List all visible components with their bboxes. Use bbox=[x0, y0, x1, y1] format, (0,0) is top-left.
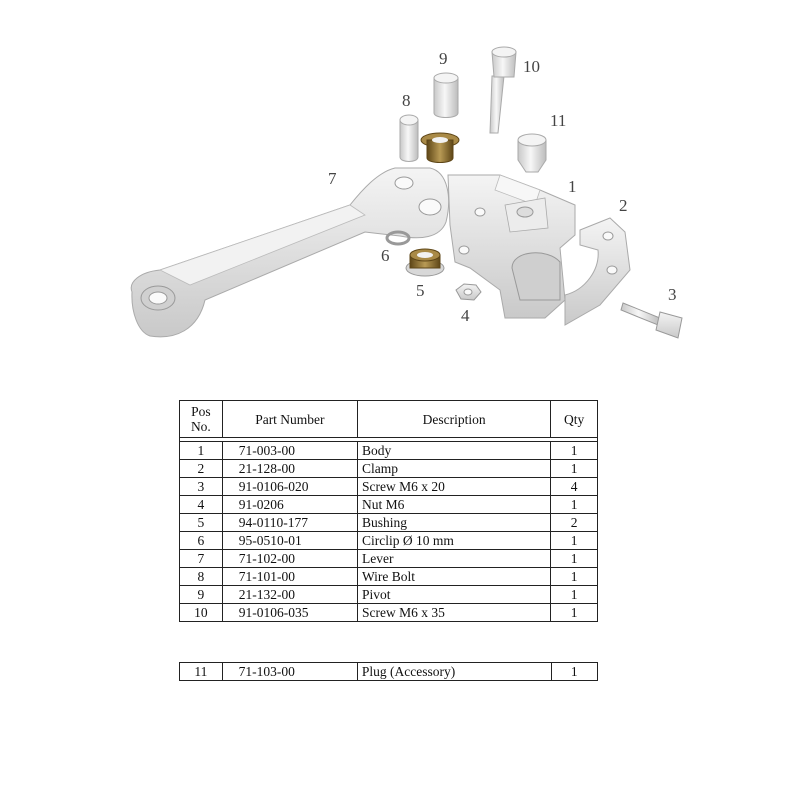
cell-description: Lever bbox=[356, 549, 552, 568]
cell-description: Clamp bbox=[356, 459, 552, 478]
cell-part-number: 21-132-00 bbox=[221, 585, 358, 604]
cell-pos: 9 bbox=[179, 585, 223, 604]
part-wire-bolt bbox=[399, 114, 419, 162]
cell-pos: 2 bbox=[179, 459, 223, 478]
cell-part-number: 71-102-00 bbox=[221, 549, 358, 568]
cell-description: Screw M6 x 20 bbox=[356, 477, 552, 496]
callout-9: 9 bbox=[439, 49, 448, 68]
cell-description: Wire Bolt bbox=[356, 567, 552, 586]
part-bushing-upper bbox=[420, 132, 460, 163]
callout-6: 6 bbox=[381, 246, 390, 265]
cell-description: Screw M6 x 35 bbox=[356, 603, 552, 622]
part-bushing-lower bbox=[405, 248, 445, 277]
header-qty: Qty bbox=[550, 400, 598, 438]
cell-description: Plug (Accessory) bbox=[356, 662, 552, 681]
cell-part-number: 71-103-00 bbox=[221, 662, 358, 681]
cell-qty: 1 bbox=[550, 603, 598, 622]
cell-qty: 1 bbox=[550, 662, 599, 681]
callout-2: 2 bbox=[619, 196, 628, 215]
cell-qty: 4 bbox=[550, 477, 598, 496]
cell-pos: 3 bbox=[179, 477, 223, 496]
cell-part-number: 71-101-00 bbox=[221, 567, 358, 586]
cell-qty: 2 bbox=[550, 513, 598, 532]
cell-qty: 1 bbox=[550, 549, 598, 568]
header-pos-label: Pos No. bbox=[190, 404, 211, 434]
cell-pos: 8 bbox=[179, 567, 223, 586]
callout-11: 11 bbox=[550, 111, 566, 130]
callout-8: 8 bbox=[402, 91, 411, 110]
cell-description: Circlip Ø 10 mm bbox=[356, 531, 552, 550]
cell-description: Bushing bbox=[356, 513, 552, 532]
callout-10: 10 bbox=[523, 57, 540, 76]
cell-part-number: 91-0206 bbox=[221, 495, 358, 514]
cell-part-number: 91-0106-020 bbox=[221, 477, 358, 496]
cell-qty: 1 bbox=[550, 459, 598, 478]
cell-pos: 6 bbox=[179, 531, 223, 550]
cell-description: Nut M6 bbox=[356, 495, 552, 514]
cell-pos: 7 bbox=[179, 549, 223, 568]
callout-5: 5 bbox=[416, 281, 425, 300]
header-part-number: Part Number bbox=[221, 400, 358, 438]
part-screw-m6x20 bbox=[620, 302, 683, 339]
part-body bbox=[447, 174, 576, 319]
callout-4: 4 bbox=[461, 306, 470, 325]
part-clamp bbox=[564, 217, 631, 326]
cell-pos: 10 bbox=[179, 603, 223, 622]
cell-qty: 1 bbox=[550, 567, 598, 586]
cell-part-number: 94-0110-177 bbox=[221, 513, 358, 532]
header-description: Description bbox=[356, 400, 552, 438]
cell-pos: 1 bbox=[179, 441, 223, 460]
part-circlip bbox=[385, 230, 411, 246]
part-pivot bbox=[433, 72, 459, 118]
cell-qty: 1 bbox=[550, 585, 598, 604]
part-nut-m6 bbox=[455, 283, 482, 301]
cell-part-number: 21-128-00 bbox=[221, 459, 358, 478]
table-header-row: Pos No. Part Number Description Qty bbox=[179, 400, 598, 438]
callout-1: 1 bbox=[568, 177, 577, 196]
callout-3: 3 bbox=[668, 285, 677, 304]
part-plug bbox=[517, 133, 547, 173]
cell-pos: 11 bbox=[179, 662, 223, 681]
cell-qty: 1 bbox=[550, 495, 598, 514]
exploded-view-diagram: 1 2 3 4 5 6 7 8 9 10 11 bbox=[130, 46, 683, 339]
cell-qty: 1 bbox=[550, 531, 598, 550]
cell-pos: 4 bbox=[179, 495, 223, 514]
cell-pos: 5 bbox=[179, 513, 223, 532]
part-screw-m6x35 bbox=[489, 46, 517, 134]
cell-part-number: 71-003-00 bbox=[221, 441, 358, 460]
part-lever bbox=[130, 167, 450, 338]
header-pos-no: Pos No. bbox=[179, 400, 223, 438]
callout-7: 7 bbox=[328, 169, 337, 188]
cell-description: Body bbox=[356, 441, 552, 460]
cell-part-number: 91-0106-035 bbox=[221, 603, 358, 622]
cell-part-number: 95-0510-01 bbox=[221, 531, 358, 550]
cell-qty: 1 bbox=[550, 441, 598, 460]
cell-description: Pivot bbox=[356, 585, 552, 604]
